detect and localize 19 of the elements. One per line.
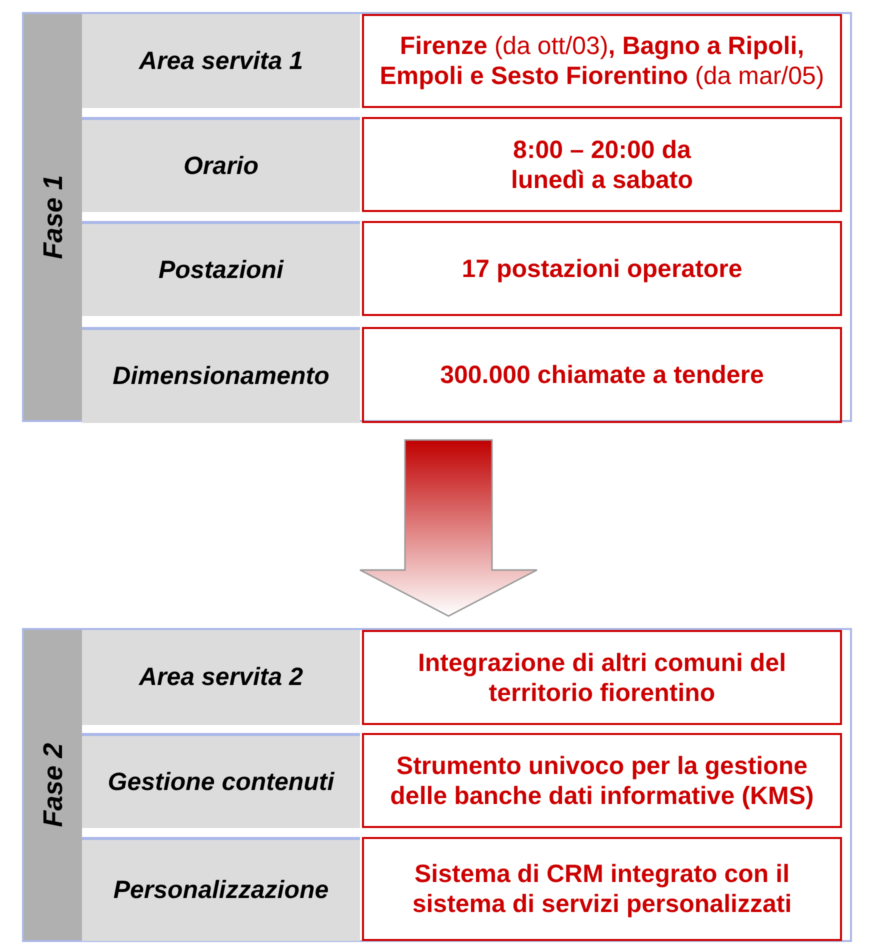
value-text: Firenze (da ott/03), Bagno a Ripoli, Empoli e Sesto Fiorentino (da mar/05) (362, 14, 842, 108)
value-text: 8:00 – 20:00 da lunedì a sabato (362, 117, 842, 212)
row-heading: Dimensionamento (82, 327, 360, 423)
row-heading: Postazioni (82, 221, 360, 316)
phase-label: Fase 2 (24, 630, 82, 940)
phase-label: Fase 1 (24, 14, 82, 420)
value-text: 17 postazioni operatore (362, 221, 842, 316)
block-arrow (359, 439, 538, 617)
row-heading: Area servita 1 (82, 14, 360, 108)
value-text: Sistema di CRM integrato con il sistema di servizi personalizzati (362, 837, 842, 941)
value-text: Integrazione di altri comuni del territorio fiorentino (362, 630, 842, 725)
value-text: 300.000 chiamate a tendere (362, 327, 842, 423)
row-heading: Gestione contenuti (82, 733, 360, 828)
row-heading: Personalizzazione (82, 837, 360, 941)
row-heading: Orario (82, 117, 360, 212)
phase-panel (22, 628, 852, 942)
value-text: Strumento univoco per la gestione delle banche dati informative (KMS) (362, 733, 842, 828)
row-heading: Area servita 2 (82, 630, 360, 725)
phase-panel (22, 12, 852, 422)
